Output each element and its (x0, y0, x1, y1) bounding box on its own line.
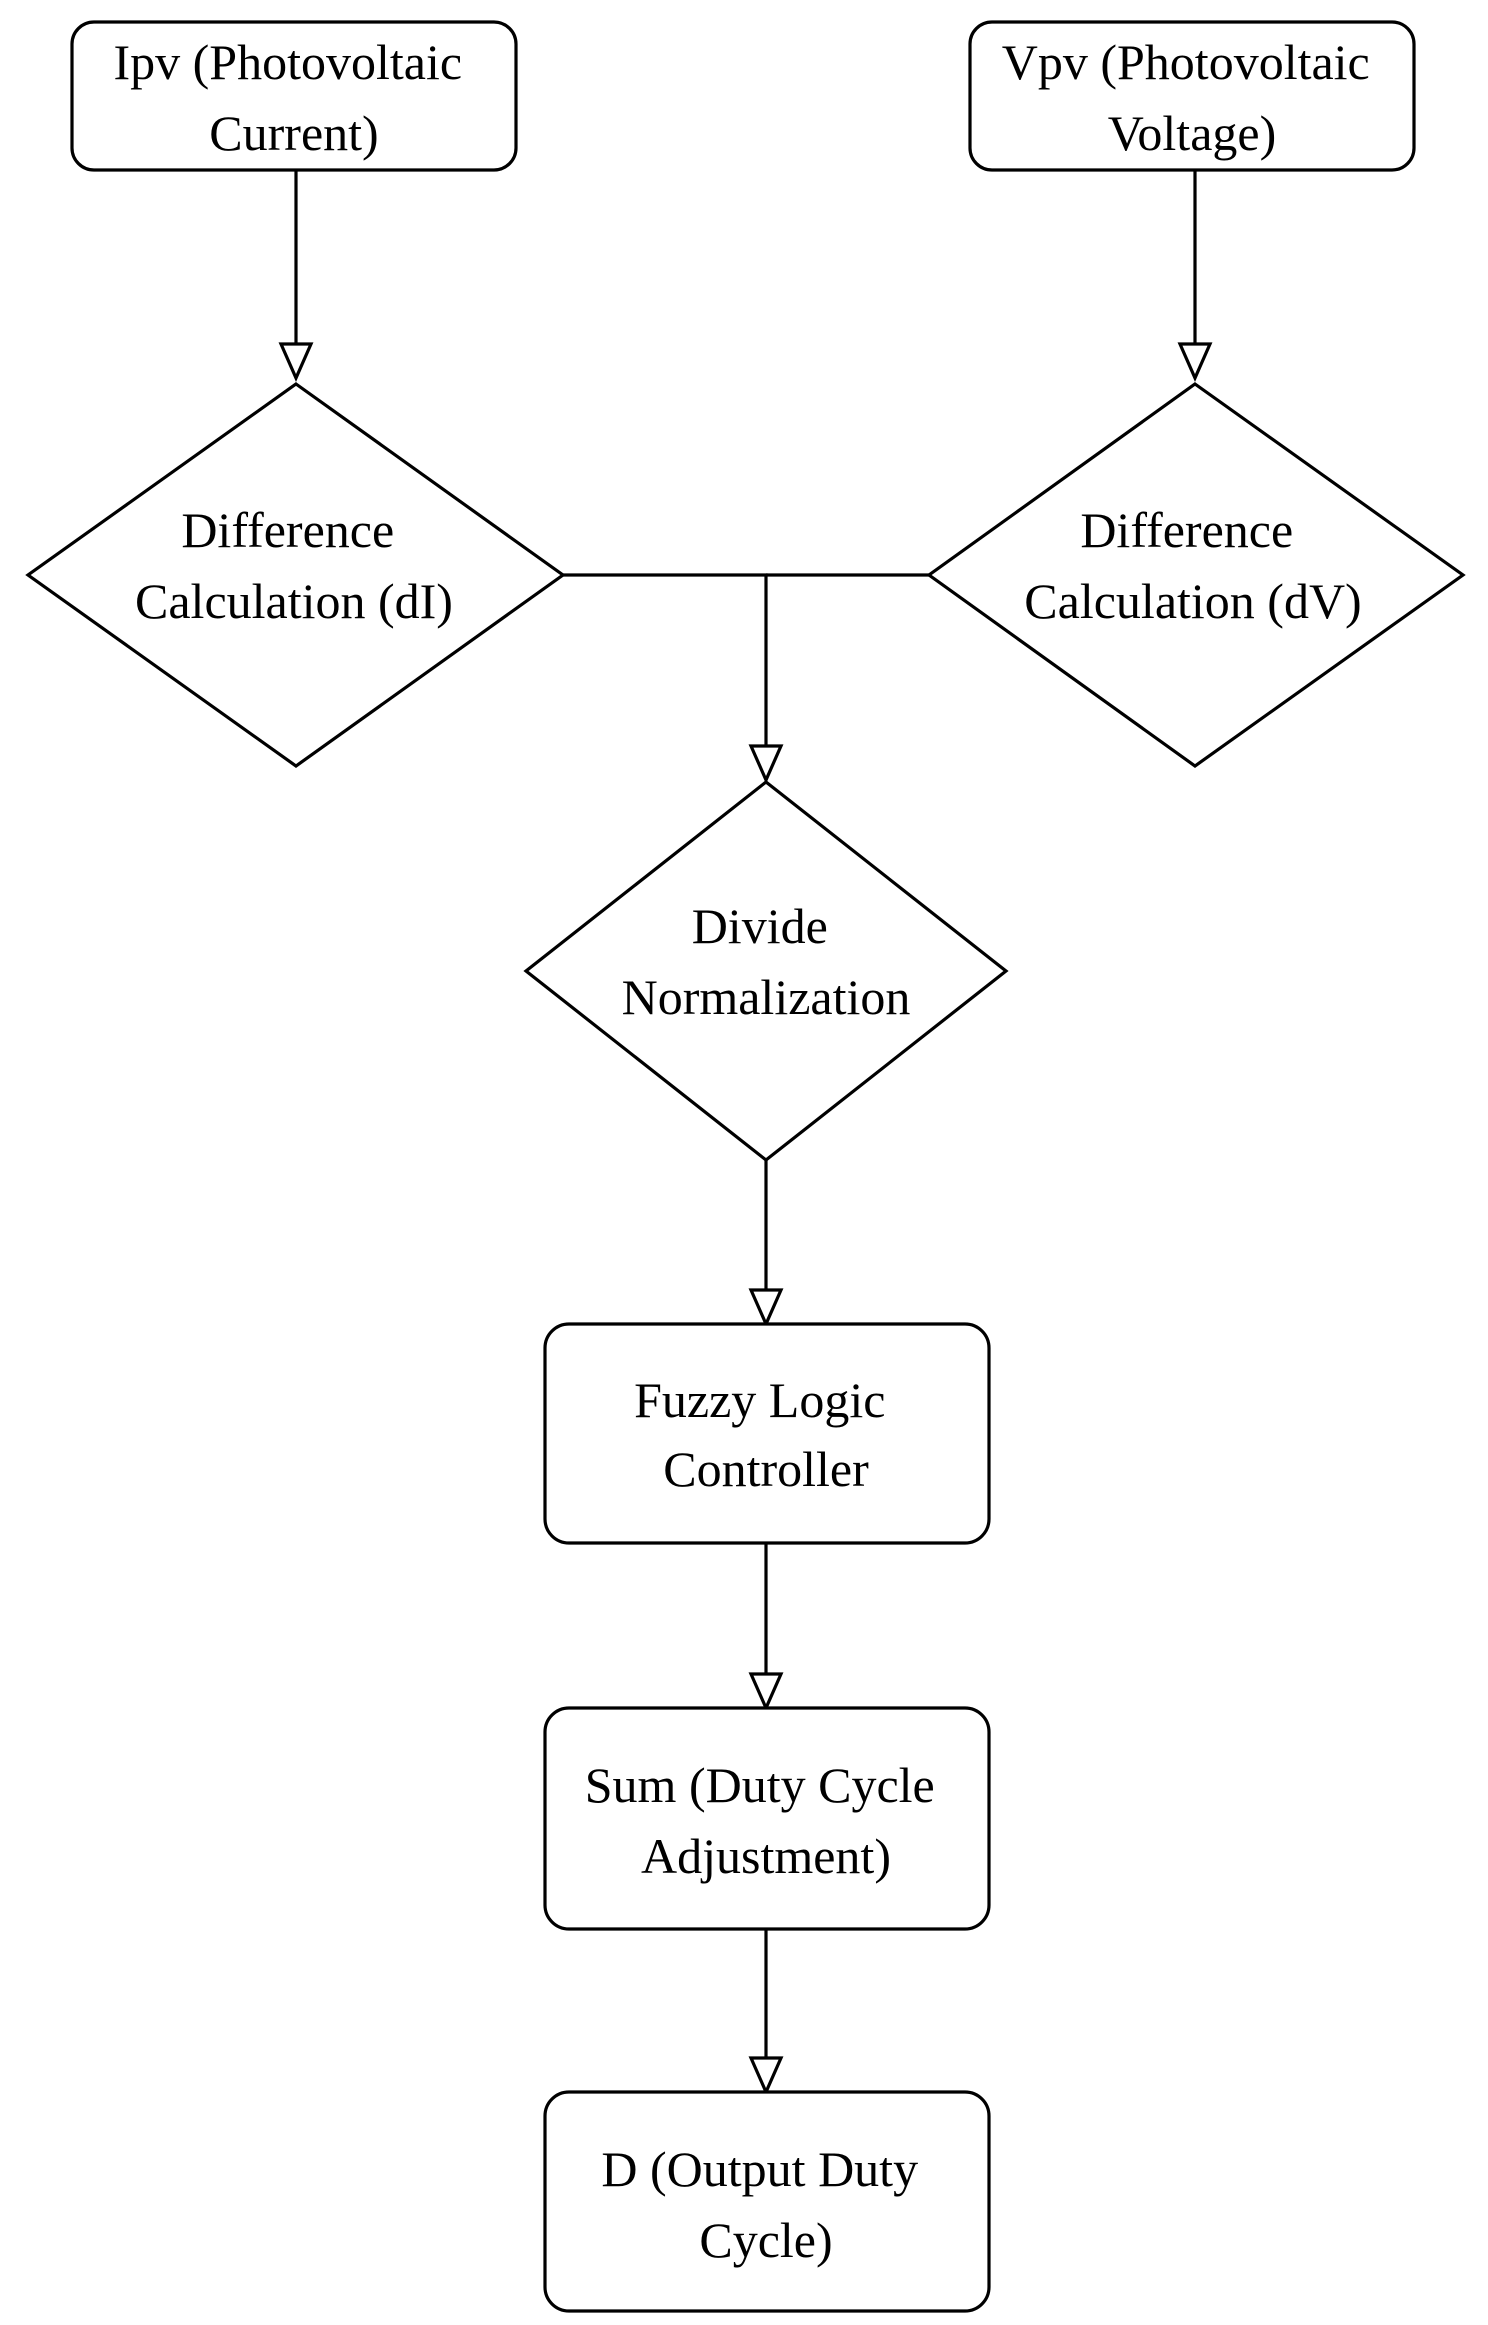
node-vpv: Vpv (Photovoltaic Voltage) (968, 20, 1416, 172)
svg-text:D (Output Duty Cycle): D (Output Duty Cycle) (601, 2141, 930, 2268)
sum-label-line-1: Sum (Duty Cycle (585, 1757, 935, 1813)
diff-di-label-line-1: Difference (181, 502, 394, 558)
diff-dv-diamond (926, 382, 1466, 768)
arrowhead-divide (748, 744, 784, 784)
node-diff-dv: Difference Calculation (dV) (926, 382, 1466, 768)
arrowhead-sum (748, 1672, 784, 1712)
arrowhead-fuzzy (748, 1288, 784, 1328)
node-divide: Divide Normalization (523, 779, 1009, 1163)
node-diff-di: Difference Calculation (dI) (25, 382, 566, 768)
ipv-box (70, 20, 518, 172)
edges (278, 170, 1213, 2096)
divide-diamond (523, 779, 1009, 1163)
diff-dv-label-line-2: Calculation (dV) (1024, 573, 1361, 629)
divide-label-line-2: Normalization (622, 969, 911, 1025)
node-fuzzy: Fuzzy Logic Controller (543, 1322, 991, 1545)
fuzzy-label-line-2: Controller (663, 1441, 869, 1497)
node-output: D (Output Duty Cycle) (543, 2090, 991, 2313)
diff-dv-label-line-1: Difference (1080, 502, 1293, 558)
diff-di-label-line-2: Calculation (dI) (135, 573, 453, 629)
svg-text:Ipv (Photovoltaic Curren: Ipv (Photovoltaic Current) (113, 34, 474, 161)
svg-text:Difference Calculation (: Difference Calculation (dV) (1024, 502, 1361, 629)
output-label-line-1: D (Output Duty (601, 2141, 918, 2197)
svg-text:Vpv (Photovoltaic Voltag: Vpv (Photovoltaic Voltage) (1002, 34, 1383, 161)
sum-label-line-2: Adjustment) (641, 1828, 891, 1884)
arrowhead-output (748, 2056, 784, 2096)
vpv-box (968, 20, 1416, 172)
output-label-line-2: Cycle) (699, 2212, 832, 2268)
fuzzy-label-line-1: Fuzzy Logic (634, 1372, 885, 1428)
svg-text:Divide Normalization: Divide Normalization (622, 898, 911, 1025)
output-box (543, 2090, 991, 2313)
sum-box (543, 1706, 991, 1931)
svg-text:Fuzzy Logic Controller: Fuzzy Logic Controller (634, 1372, 898, 1497)
ipv-label-line-1: Ipv (Photovoltaic (113, 34, 462, 90)
svg-text:Sum (Duty Cycle Adjustme: Sum (Duty Cycle Adjustment) (585, 1757, 947, 1884)
vpv-label-line-2: Voltage) (1108, 105, 1276, 161)
edge-diff-di-to-divide (563, 573, 768, 746)
divide-label-line-1: Divide (692, 898, 828, 954)
arrowhead-diff-dv (1177, 342, 1213, 382)
node-sum: Sum (Duty Cycle Adjustment) (543, 1706, 991, 1931)
arrowhead-diff-di (278, 342, 314, 382)
ipv-label-line-2: Current) (209, 105, 378, 161)
svg-text:Difference Calculation (: Difference Calculation (dI) (135, 502, 453, 629)
fuzzy-box (543, 1322, 991, 1545)
diff-di-diamond (25, 382, 566, 768)
vpv-label-line-1: Vpv (Photovoltaic (1002, 34, 1370, 90)
node-ipv: Ipv (Photovoltaic Current) (70, 20, 518, 172)
